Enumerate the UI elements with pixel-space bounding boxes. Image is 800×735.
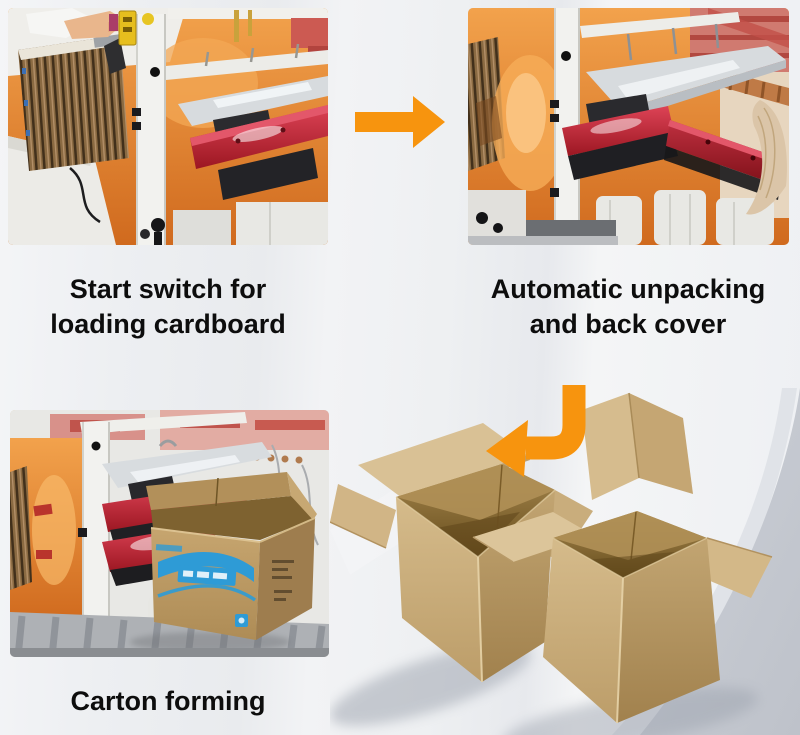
elbow-arrow-shaft bbox=[526, 385, 586, 460]
elbow-arrow-icon bbox=[486, 385, 586, 477]
light-diagonal-band bbox=[612, 388, 797, 735]
top-beam bbox=[580, 12, 740, 38]
caption-line: loading cardboard bbox=[50, 309, 286, 339]
caption-line: Automatic unpacking bbox=[490, 274, 766, 304]
cable bbox=[69, 167, 101, 224]
white-bin bbox=[173, 210, 231, 245]
orange-machine-side bbox=[10, 438, 88, 623]
carton-blue-print bbox=[155, 544, 256, 627]
caption-automatic-unpacking: Automatic unpacking and back cover bbox=[462, 272, 794, 342]
caption-carton-forming: Carton forming bbox=[8, 684, 328, 719]
carton-forming-scene bbox=[10, 410, 329, 657]
photo-automatic-unpacking bbox=[468, 8, 789, 245]
open-cartons-illustration bbox=[330, 388, 800, 735]
white-buckets bbox=[596, 190, 774, 245]
elbow-arrow-head bbox=[486, 420, 528, 477]
conveyor-front-rail bbox=[10, 648, 329, 657]
photo-carton-forming bbox=[10, 410, 329, 657]
paper-roll-line bbox=[757, 115, 767, 191]
formed-carton-box bbox=[146, 472, 317, 640]
post-hole bbox=[150, 67, 160, 77]
knob bbox=[493, 223, 503, 233]
gray-corner bbox=[640, 388, 800, 735]
gold-rod bbox=[234, 10, 239, 42]
top-beam bbox=[80, 412, 247, 434]
frame-post bbox=[132, 14, 166, 245]
machine-shadow bbox=[476, 96, 502, 146]
air-valve bbox=[140, 218, 165, 245]
caption-line: Start switch for bbox=[69, 274, 267, 304]
clamp-handle bbox=[104, 38, 126, 74]
right-arrow-icon bbox=[355, 96, 445, 148]
red-beams bbox=[562, 106, 786, 200]
paper-roll-line bbox=[763, 107, 776, 199]
right-open-carton bbox=[472, 392, 773, 724]
caption-line: and back cover bbox=[529, 309, 727, 339]
red-machine-corner bbox=[291, 18, 328, 48]
machine-unpacking-scene bbox=[468, 8, 789, 245]
caption-line: Carton forming bbox=[70, 686, 266, 716]
start-switch[interactable] bbox=[109, 10, 154, 46]
knob bbox=[476, 212, 488, 224]
machine-arms bbox=[166, 43, 328, 200]
base-rail bbox=[468, 236, 618, 245]
carton-side-markings bbox=[272, 560, 294, 601]
caption-start-switch: Start switch for loading cardboard bbox=[8, 272, 328, 342]
box-shadow bbox=[501, 687, 759, 735]
photo-start-switch bbox=[8, 8, 328, 245]
gold-rod bbox=[248, 10, 252, 36]
orange-glow bbox=[506, 73, 546, 153]
white-bin bbox=[236, 202, 328, 245]
machine-loading-scene bbox=[8, 8, 328, 245]
suction-plate bbox=[586, 23, 786, 120]
right-arrow-shape bbox=[355, 96, 445, 148]
